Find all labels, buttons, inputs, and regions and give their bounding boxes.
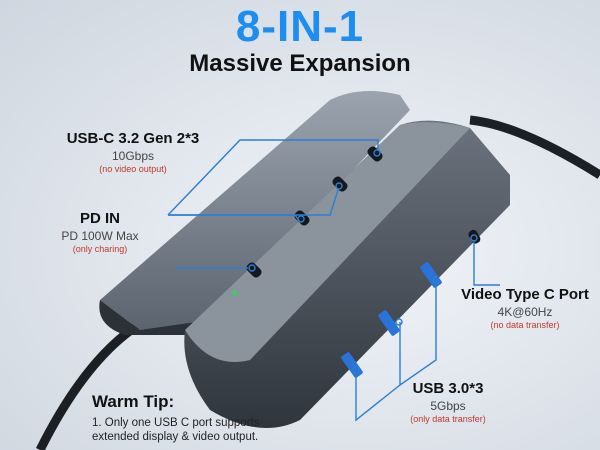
usba-port-2 (378, 310, 400, 336)
power-led (232, 290, 238, 296)
warm-tip-body: 1. Only one USB C port supports extended… (92, 417, 260, 443)
label-usba-note: (only data transfer) (410, 414, 486, 424)
page-title: 8-IN-1 (235, 2, 365, 51)
usbc-port-3 (294, 210, 310, 226)
warm-tip: Warm Tip: 1. Only one USB C port support… (92, 392, 292, 444)
label-pd: PD IN PD 100W Max (only charing) (30, 210, 170, 254)
label-video-note: (no data transfer) (490, 320, 560, 330)
label-usba-spec: 5Gbps (430, 399, 466, 413)
hub-front-body (184, 120, 510, 429)
label-usba-title: USB 3.0*3 (412, 380, 484, 397)
callout-lines (167, 139, 500, 422)
label-video-title: Video Type C Port (461, 286, 589, 303)
label-video-spec: 4K@60Hz (497, 305, 553, 319)
label-usbc-note: (no video output) (99, 164, 167, 174)
page-subtitle: Massive Expansion (189, 50, 411, 77)
label-pd-title: PD IN (79, 210, 120, 227)
cable-top (469, 115, 600, 179)
usba-port-3 (341, 352, 363, 378)
label-usbc-title: USB-C 3.2 Gen 2*3 (66, 130, 200, 147)
label-pd-note: (only charing) (72, 244, 128, 254)
label-pd-spec: PD 100W Max (61, 229, 139, 243)
label-usba: USB 3.0*3 5Gbps (only data transfer) (388, 380, 508, 424)
label-video: Video Type C Port 4K@60Hz (no data trans… (452, 286, 598, 330)
label-usbc: USB-C 3.2 Gen 2*3 10Gbps (no video outpu… (58, 130, 208, 174)
warm-tip-title: Warm Tip: (92, 392, 175, 411)
usbc-port-1 (367, 146, 383, 162)
usba-port-1 (420, 262, 442, 288)
hub-back-body (100, 91, 410, 334)
usbc-port-2 (332, 176, 348, 192)
label-usbc-spec: 10Gbps (111, 149, 155, 163)
